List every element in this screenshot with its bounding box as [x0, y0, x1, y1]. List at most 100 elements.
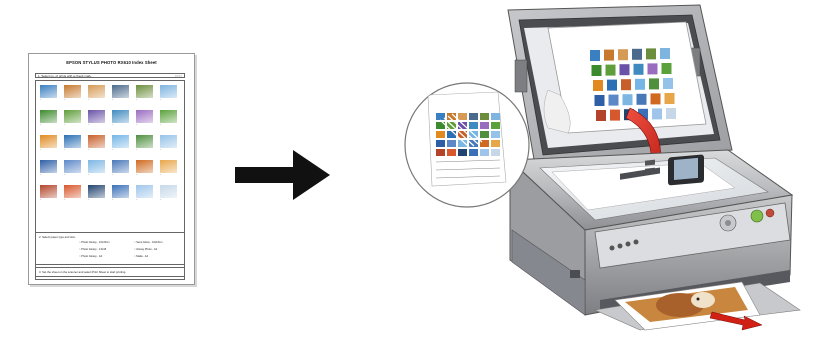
lid-photo-thumbnail [666, 108, 676, 119]
photo-thumbnail [64, 110, 81, 123]
photo-thumbnail [112, 110, 129, 123]
zoom-photo-thumbnail [491, 122, 500, 129]
index-sheet-step3: 3. Set the sheet on the scanner and sele… [35, 267, 185, 277]
zoom-photo-thumbnail [436, 131, 445, 138]
lid-photo-thumbnail [609, 95, 619, 106]
photo-thumbnail [160, 160, 177, 173]
stop-button[interactable] [766, 209, 774, 217]
lid-photo-thumbnail [648, 63, 658, 74]
zoom-callout [405, 83, 529, 207]
lid-photo-thumbnail [634, 64, 644, 75]
thumbnail-check-circles: ○ [112, 99, 131, 102]
paper-option: ○ Photo Glossy - A4 [79, 255, 102, 258]
zoom-photo-thumbnail [436, 140, 445, 147]
photo-thumbnail [160, 185, 177, 198]
thumbnail-check-circles: ○ [64, 99, 83, 102]
photo-thumbnail [160, 135, 177, 148]
mode-button-1[interactable] [610, 246, 615, 251]
thumbnail-check-circles: ○ [88, 174, 107, 177]
thumbnail-check-circles: ○ [160, 174, 179, 177]
paper-option: ○ Semi-Gloss - 10x15cm [134, 241, 163, 244]
zoom-photo-thumbnail [458, 113, 467, 120]
zoom-photo-thumbnail [469, 122, 478, 129]
lid-photo-thumbnail [623, 94, 633, 105]
lid-photo-thumbnail [606, 65, 616, 76]
photo-thumbnail [160, 85, 177, 98]
photo-thumbnail [64, 135, 81, 148]
lid-photo-thumbnail [618, 49, 628, 60]
lid-photo-thumbnail [610, 110, 620, 121]
thumbnail-check-circles: ○ [64, 174, 83, 177]
photo-thumbnail [88, 85, 105, 98]
thumbnail-check-circles: ○ [88, 124, 107, 127]
photo-thumbnail [160, 110, 177, 123]
photo-thumbnail [88, 135, 105, 148]
zoom-photo-thumbnail [447, 140, 456, 147]
thumbnail-check-circles: ○ [88, 199, 107, 202]
thumbnail-check-circles: ○ [136, 174, 155, 177]
mode-button-3[interactable] [626, 242, 631, 247]
thumbnail-check-circles: ○ [160, 124, 179, 127]
thumbnail-check-circles: ○ [40, 124, 59, 127]
lid-photo-thumbnail [620, 64, 630, 75]
index-sheet: EPSON STYLUS PHOTO RX610 Index Sheet 1. … [28, 53, 195, 285]
thumbnail-check-circles: ○ [40, 174, 59, 177]
lid-photo-thumbnail [607, 80, 617, 91]
step2-heading: 2. Select paper type and size. [39, 235, 181, 239]
zoom-photo-thumbnail [458, 149, 467, 156]
photo-thumbnail [40, 85, 57, 98]
photo-thumbnail [40, 185, 57, 198]
lid-photo-thumbnail [604, 50, 614, 61]
photo-thumbnail [112, 135, 129, 148]
index-sheet-step1: 1. Select no. of prints with a check mar… [35, 73, 185, 78]
zoom-photo-thumbnail [480, 122, 489, 129]
zoom-photo-thumbnail [491, 149, 500, 156]
lid-photo-thumbnail [652, 108, 662, 119]
photo-thumbnail [64, 85, 81, 98]
photo-thumbnail [40, 110, 57, 123]
lid-photo-thumbnail [595, 95, 605, 106]
photo-thumbnail [40, 135, 57, 148]
index-sheet-title: EPSON STYLUS PHOTO RX610 Index Sheet [29, 60, 194, 65]
right-arrow-icon [235, 150, 330, 200]
thumbnail-check-circles: ○ [160, 99, 179, 102]
lid-photo-thumbnail [635, 79, 645, 90]
thumbnail-check-circles: ○ [160, 149, 179, 152]
thumbnail-check-circles: ○ [136, 99, 155, 102]
lid-photo-thumbnail [660, 48, 670, 59]
thumbnail-check-circles: ○ [112, 124, 131, 127]
start-button[interactable] [751, 210, 763, 222]
thumbnail-check-circles: ○ [112, 174, 131, 177]
zoom-photo-thumbnail [436, 149, 445, 156]
photo-thumbnail [88, 110, 105, 123]
index-sheet-step2: 2. Select paper type and size. ○ Photo G… [35, 232, 185, 265]
thumbnail-check-circles: ○ [40, 199, 59, 202]
photo-thumbnail [136, 85, 153, 98]
print-count-circles: ○○○○ [175, 75, 182, 78]
paper-option: ○ Glossy Photo - A4 [134, 248, 157, 251]
thumbnail-check-circles: ○ [40, 99, 59, 102]
photo-thumbnail [88, 160, 105, 173]
lid-photo-thumbnail [662, 63, 672, 74]
thumbnail-check-circles: ○ [160, 199, 179, 202]
zoom-photo-thumbnail [469, 113, 478, 120]
zoom-photo-thumbnail [480, 131, 489, 138]
zoom-photo-thumbnail [491, 113, 500, 120]
thumbnail-check-circles: ○ [64, 124, 83, 127]
mode-button-2[interactable] [618, 244, 623, 249]
lid-photo-thumbnail [651, 93, 661, 104]
thumbnail-check-circles: ○ [88, 149, 107, 152]
usb-port [570, 270, 580, 278]
paper-option: ○ Photo Glossy - 13x18 [79, 248, 106, 251]
thumbnail-check-circles: ○ [136, 124, 155, 127]
zoom-photo-thumbnail [480, 113, 489, 120]
lid-photo-thumbnail [590, 50, 600, 61]
mode-button-4[interactable] [634, 240, 639, 245]
lid-photo-thumbnail [663, 78, 673, 89]
thumbnail-check-circles: ○ [64, 149, 83, 152]
zoom-photo-thumbnail [491, 131, 500, 138]
step1-text: 1. Select no. of prints with a check mar… [38, 74, 92, 78]
zoom-photo-thumbnail [480, 149, 489, 156]
printer-scanner-illustration [395, 0, 814, 340]
